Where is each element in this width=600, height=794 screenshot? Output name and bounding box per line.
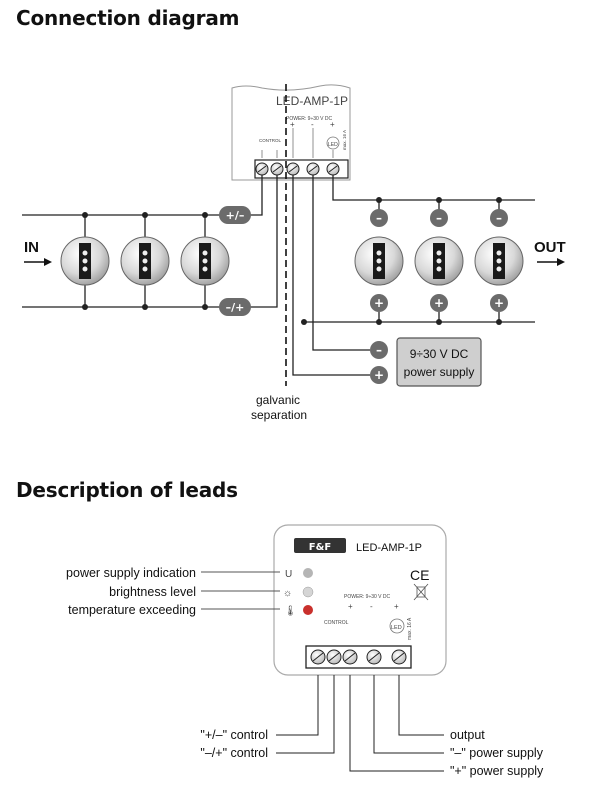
control-neg-pos-pill: –/+	[219, 298, 251, 316]
temperature-indicator-icon: 🌡	[284, 605, 297, 617]
device-model-label: LED-AMP-1P	[276, 94, 348, 108]
svg-text:+: +	[330, 120, 335, 129]
svg-text:+: +	[290, 120, 295, 129]
device-model-name: LED-AMP-1P	[356, 542, 422, 554]
svg-text:-: -	[311, 120, 314, 129]
leads-control-label: CONTROL	[324, 620, 349, 626]
power-indicator-light	[303, 568, 313, 578]
brightness-level-label: brightness level	[109, 585, 196, 599]
svg-text:+/–: +/–	[226, 209, 245, 222]
input-led-lamps	[60, 236, 230, 286]
terminal-lead-lines	[276, 675, 444, 772]
indicator-leader-lines	[201, 571, 280, 610]
brand-logo: F&F	[294, 538, 346, 553]
svg-text:–: –	[436, 211, 442, 225]
device-max-label: max. 16 A	[342, 130, 347, 150]
led-lamp-icon	[474, 236, 524, 286]
psu-name-label: power supply	[404, 365, 475, 379]
led-lamp-icon	[354, 236, 404, 286]
svg-text:max. 16 A: max. 16 A	[407, 617, 413, 640]
led-circle-icon	[326, 136, 340, 150]
leads-power-label: POWER: 9÷30 V DC	[344, 594, 390, 600]
led-lamp-icon	[120, 236, 170, 286]
plus-power-supply-lead-label: "+" power supply	[450, 764, 544, 778]
power-indicator-icon: U	[285, 569, 292, 580]
led-lamp-icon	[414, 236, 464, 286]
svg-text:+: +	[374, 296, 384, 310]
psu-voltage-label: 9÷30 V DC	[410, 347, 469, 361]
svg-text:–/+: –/+	[226, 301, 245, 314]
connection-diagram-heading: Connection diagram	[16, 6, 240, 30]
psu-minus-badge: –	[376, 343, 382, 357]
in-label: IN	[24, 239, 39, 256]
control-neg-pos-lead-label: "–/+" control	[200, 746, 268, 760]
strip-plus-badges: + + +	[370, 294, 508, 312]
device-control-label: CONTROL	[259, 138, 281, 143]
temperature-indicator-light	[303, 605, 313, 615]
output-wires	[292, 175, 535, 376]
svg-text:LED: LED	[391, 625, 402, 631]
led-lamp-icon	[180, 236, 230, 286]
output-lead-label: output	[450, 728, 485, 742]
svg-text:+: +	[394, 602, 399, 611]
weee-bin-icon	[413, 583, 429, 601]
control-pos-neg-pill: +/–	[219, 206, 251, 224]
description-of-leads-heading: Description of leads	[16, 478, 238, 502]
power-supply-box: 9÷30 V DC power supply – +	[370, 337, 482, 387]
device-front: F&F LED-AMP-1P CE U ☼ 🌡 POWER: 9÷30 V DC…	[273, 524, 447, 676]
svg-text:F&F: F&F	[309, 542, 331, 553]
svg-text:–: –	[496, 211, 502, 225]
leads-terminal-screws	[310, 649, 407, 665]
device-led-label: LED	[328, 142, 338, 148]
svg-text:+: +	[348, 602, 353, 611]
temperature-exceeding-label: temperature exceeding	[68, 603, 196, 617]
in-arrow-icon	[24, 258, 52, 266]
control-pos-neg-lead-label: "+/–" control	[200, 728, 268, 742]
out-arrow-icon	[537, 258, 565, 266]
separation-label-1: galvanic	[256, 393, 300, 407]
led-lamp-icon	[60, 236, 110, 286]
brightness-indicator-icon: ☼	[283, 588, 292, 599]
psu-plus-badge: +	[374, 368, 384, 382]
device-top: LED-AMP-1P POWER: 9÷30 V DC CONTROL LED …	[231, 84, 351, 181]
out-label: OUT	[534, 239, 566, 256]
minus-power-supply-lead-label: "–" power supply	[450, 746, 544, 760]
output-led-lamps	[354, 236, 524, 286]
svg-text:–: –	[376, 211, 382, 225]
svg-text:-: -	[370, 602, 373, 611]
separation-label-2: separation	[251, 408, 307, 422]
input-wires	[22, 175, 278, 308]
device-power-label: POWER: 9÷30 V DC	[286, 116, 332, 122]
power-supply-indication-label: power supply indication	[66, 566, 196, 580]
strip-minus-badges: – – –	[370, 209, 508, 227]
ce-mark-icon: CE	[410, 567, 429, 583]
brightness-indicator-light	[302, 586, 314, 598]
svg-text:+: +	[494, 296, 504, 310]
svg-text:+: +	[434, 296, 444, 310]
